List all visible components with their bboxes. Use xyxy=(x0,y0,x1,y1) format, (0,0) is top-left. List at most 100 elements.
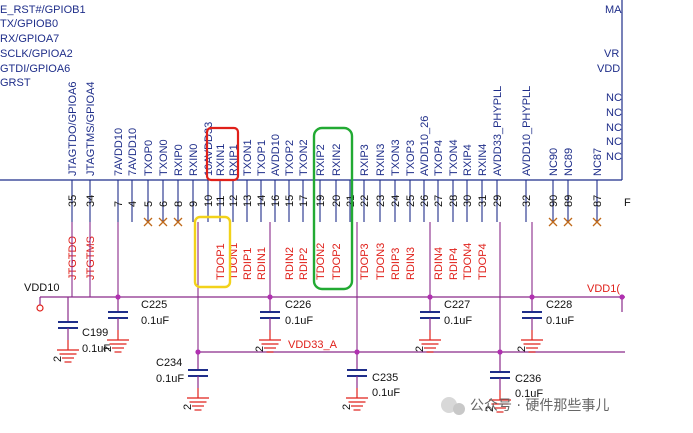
junction-dot xyxy=(497,349,503,355)
pin-name: NC89 xyxy=(563,148,575,176)
junction-dot xyxy=(619,294,625,300)
ground-net-number: 2 xyxy=(484,406,496,412)
no-connect-icon xyxy=(143,217,153,227)
left-label: RX/GPIOA7 xyxy=(0,33,59,45)
highlight-box-yellow xyxy=(193,215,232,289)
net-label: RDIN4 xyxy=(433,247,445,280)
pin-name: TXON4 xyxy=(448,139,460,176)
pin-name: RXIP0 xyxy=(173,144,185,176)
pin-number: 27 xyxy=(433,195,445,207)
watermark: 公众号 · 硬件那些事儿 xyxy=(441,397,609,415)
cap-ref: C236 xyxy=(515,373,541,385)
right-label: NC xyxy=(606,122,622,134)
pin-number: 6 xyxy=(158,201,170,207)
ground-net-number: 2 xyxy=(182,404,194,410)
pin-number: 5 xyxy=(143,201,155,207)
pin-name: RXIN2 xyxy=(331,144,343,176)
cap-value: 0.1uF xyxy=(372,387,400,399)
pin-number: 12 xyxy=(228,195,240,207)
pin-name: RXIP4 xyxy=(462,144,474,176)
ground-net-number: 2 xyxy=(52,356,64,362)
junction-dot xyxy=(529,294,535,300)
net-label: RDIP4 xyxy=(448,248,460,280)
cap-value: 0.1uF xyxy=(444,315,472,327)
cap-value: 0.1uF xyxy=(285,315,313,327)
highlight-box-green xyxy=(312,126,354,291)
pin-name: 7AVDD10 xyxy=(113,128,125,176)
pin-number: 17 xyxy=(298,195,310,207)
watermark-text: 公众号 · 硬件那些事儿 xyxy=(470,398,609,414)
pin-number: 13 xyxy=(242,195,254,207)
pin-number: 90 xyxy=(548,195,560,207)
right-label: NC xyxy=(606,151,622,163)
net-label: TDOP4 xyxy=(477,243,489,280)
left-pin-labels: E_RST#/GPIOB1 TX/GPIOB0 RX/GPIOA7 SCLK/G… xyxy=(0,4,86,89)
vdd33-label: VDD33_A xyxy=(288,339,338,351)
pin-name: TXOP1 xyxy=(256,140,268,176)
cap-ref: C226 xyxy=(285,299,311,311)
pin-name: TXOP3 xyxy=(405,140,417,176)
ground-icon: 2 xyxy=(414,330,441,353)
ground-net-number: 2 xyxy=(254,346,266,352)
capacitors-layer: C2250.1uF2C2260.1uF2C2270.1uF2C2280.1uF2… xyxy=(52,299,574,413)
pin-number: 4 xyxy=(127,201,139,207)
pin-name: NC87 xyxy=(592,148,604,176)
net-label: TDOP1 xyxy=(215,243,227,280)
cap-ref: C199 xyxy=(82,327,108,339)
ground-net-number: 2 xyxy=(414,346,426,352)
junction-dot xyxy=(354,349,360,355)
ground-icon: 2 xyxy=(182,388,209,411)
pin-name: JTAGTDO/GPIOA6 xyxy=(67,81,79,176)
pin-number: 10 xyxy=(203,195,215,207)
ground-net-number: 2 xyxy=(516,346,528,352)
pin-name: TXON1 xyxy=(242,139,254,176)
pin-number: 22 xyxy=(359,195,371,207)
net-label: TDON3 xyxy=(375,243,387,280)
pin-number: 28 xyxy=(448,195,460,207)
left-label: GRST xyxy=(0,77,31,89)
cap-ref: C234 xyxy=(156,357,182,369)
ground-net-number: 2 xyxy=(102,346,114,352)
pin-number: 26 xyxy=(419,195,431,207)
pin-number: 25 xyxy=(405,195,417,207)
capacitor-c199: C199 0.1uF xyxy=(58,321,110,355)
pin-name: TXON0 xyxy=(158,139,170,176)
junction-dot xyxy=(195,349,201,355)
net-label: RDIN2 xyxy=(284,247,296,280)
pin-number: 8 xyxy=(173,201,185,207)
left-label: SCLK/GPIOA2 xyxy=(0,48,73,60)
cap-value: 0.1uF xyxy=(515,388,543,400)
net-label: TDON4 xyxy=(462,243,474,280)
junction-dot xyxy=(427,294,433,300)
no-connect-icon xyxy=(563,217,573,227)
pins-layer: JTAGTDO/GPIOA635JTGTDOJTAGTMS/GPIOA434JT… xyxy=(67,81,604,352)
pin-name: RXIP3 xyxy=(359,144,371,176)
capacitor-c236: C236 0.1uF xyxy=(490,371,543,400)
net-label: JTGTDO xyxy=(67,236,79,280)
pin-number: 14 xyxy=(256,195,268,207)
pin-number: 31 xyxy=(477,195,489,207)
pin-name: RXIN3 xyxy=(375,144,387,176)
highlight-box-red xyxy=(205,126,240,182)
capacitor-c235: C235 0.1uF xyxy=(347,369,400,399)
pin-name: 7AVDD10 xyxy=(127,128,139,176)
pin-name: TXOP0 xyxy=(143,140,155,176)
pin-number: 15 xyxy=(284,195,296,207)
cap-ref: C235 xyxy=(372,372,398,384)
right-edge-letter: F xyxy=(624,197,631,209)
net-label: TDOP2 xyxy=(331,243,343,280)
pin-number: 19 xyxy=(315,195,327,207)
right-label: MA xyxy=(605,4,622,16)
cap-value: 0.1uF xyxy=(82,343,110,355)
right-label: NC xyxy=(606,136,622,148)
ground-icon: 2 xyxy=(254,330,281,353)
vdd10-label: VDD10 xyxy=(24,282,59,294)
ground-icon: 2 xyxy=(52,340,79,363)
net-label: RDIP2 xyxy=(298,248,310,280)
ground-icon: 2 xyxy=(102,330,129,353)
net-label: RDIP1 xyxy=(242,248,254,280)
